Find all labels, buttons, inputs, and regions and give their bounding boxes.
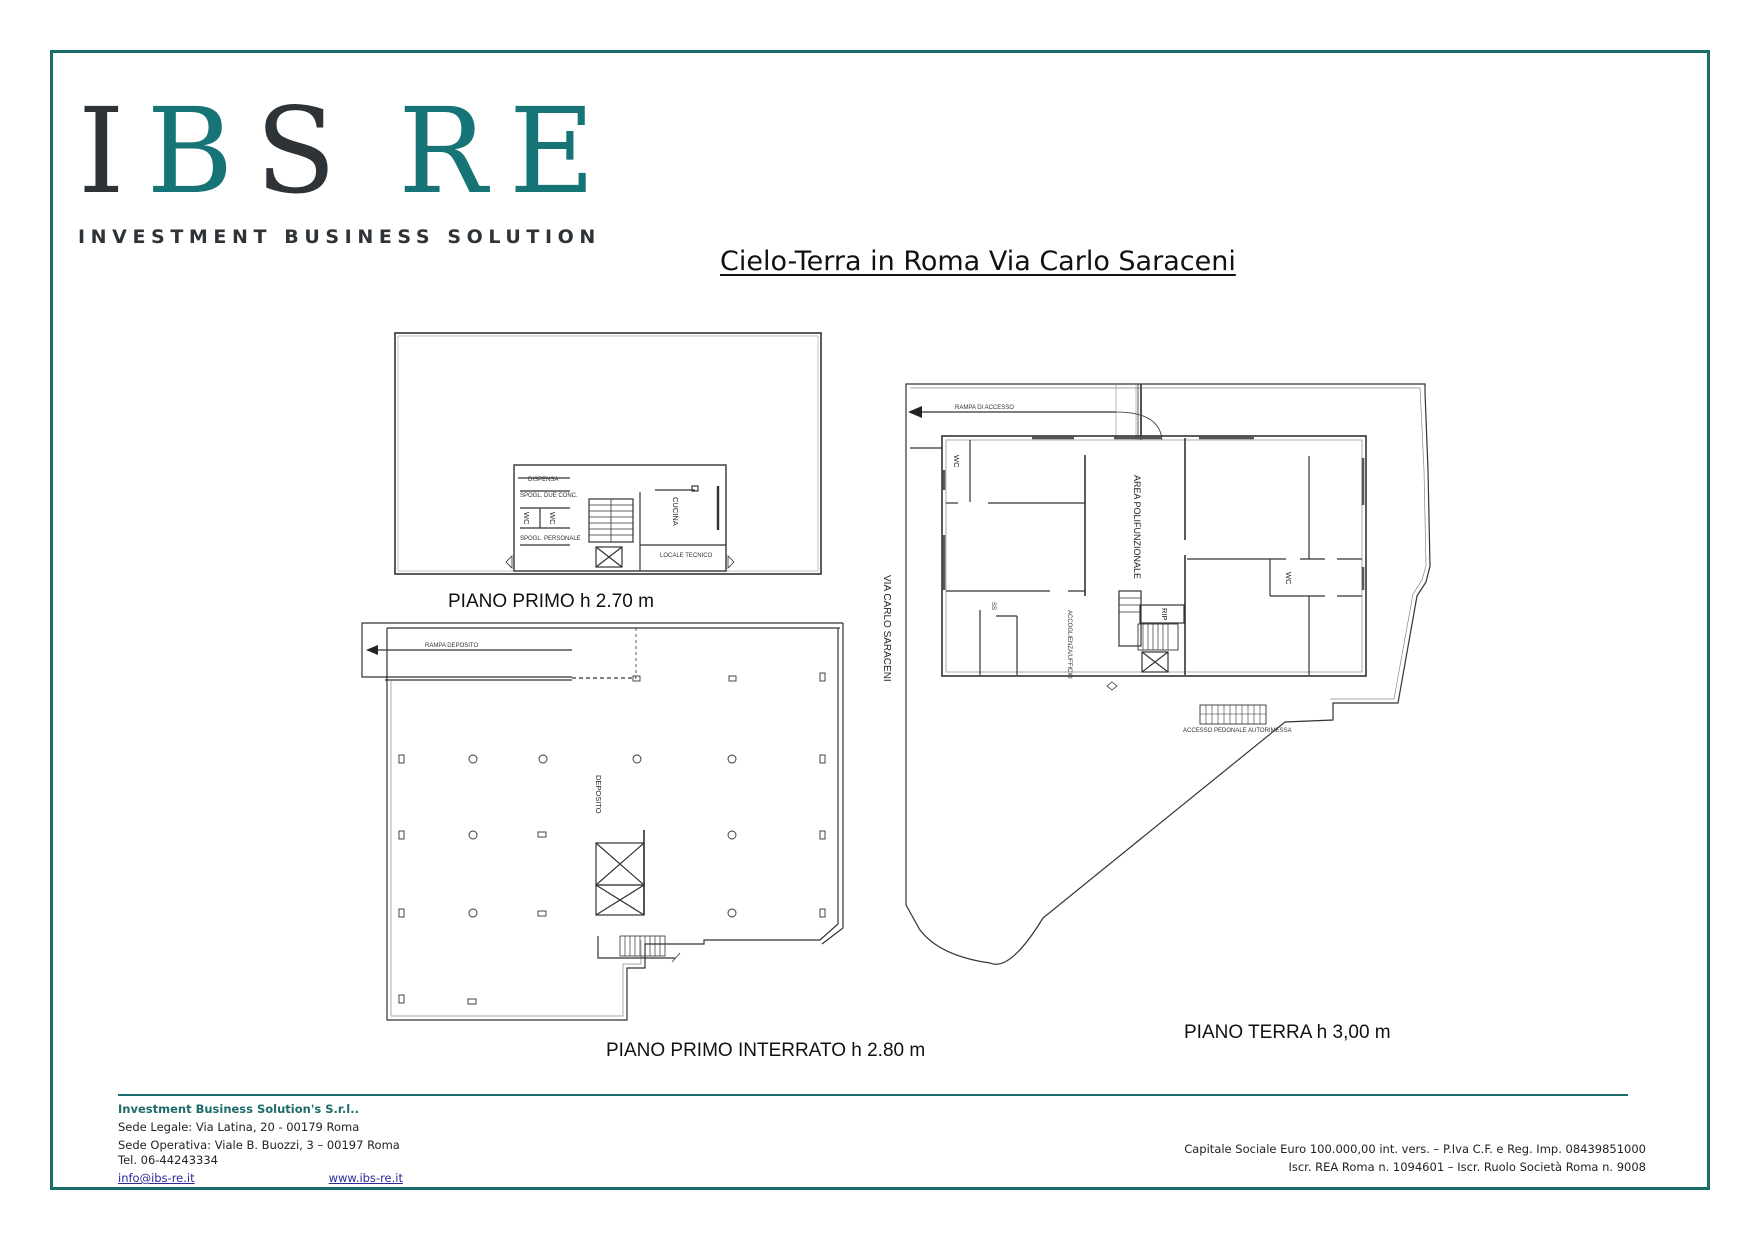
- footer-company-info: Investment Business Solution's S.r.l.. S…: [118, 1100, 403, 1187]
- footer-divider: [118, 1094, 1628, 1096]
- room-label-ss: SS: [990, 602, 996, 610]
- footer-registration: Iscr. REA Roma n. 1094601 – Iscr. Ruolo …: [1288, 1160, 1646, 1174]
- basement-ramp-label: RAMPA DEPOSITO: [425, 643, 478, 649]
- logo-tagline: INVESTMENT BUSINESS SOLUTION: [78, 226, 601, 248]
- document-title: Cielo-Terra in Roma Via Carlo Saraceni: [720, 246, 1236, 277]
- room-label-accoglienza: ACCOGLIENZA/UFFICIO: [1066, 610, 1072, 679]
- logo-letter-b: B: [146, 82, 256, 220]
- room-label-wc-ground-1: WC: [952, 455, 961, 468]
- ground-floor-label: PIANO TERRA h 3,00 m: [1184, 1022, 1391, 1043]
- room-label-wc-ground-2: WC: [1284, 572, 1293, 585]
- first-floor-label: PIANO PRIMO h 2.70 m: [448, 591, 654, 612]
- room-label-deposito: DEPOSITO: [594, 775, 603, 814]
- footer-company-name: Investment Business Solution's S.r.l..: [118, 1102, 359, 1116]
- street-label: VIA CARLO SARACENI: [881, 575, 892, 682]
- logo-letter-i: I: [78, 82, 147, 220]
- ground-floor-plan: [905, 383, 1431, 965]
- footer-links: info@ibs-re.it www.ibs-re.it: [118, 1169, 403, 1187]
- footer-legal-office: Sede Legale: Via Latina, 20 - 00179 Roma: [118, 1120, 360, 1134]
- room-label-spogl-personale: SPOGL. PERSONALE: [520, 536, 581, 542]
- room-label-wc-2: WC: [548, 512, 557, 525]
- basement-label: PIANO PRIMO INTERRATO h 2.80 m: [606, 1040, 926, 1061]
- room-label-area-polifunzionale: AREA POLIFUNZIONALE: [1132, 475, 1142, 579]
- footer-phone: Tel. 06-44243334: [118, 1153, 218, 1167]
- room-label-dispensa: DISPENSA: [528, 477, 558, 483]
- footer-website-link[interactable]: www.ibs-re.it: [328, 1171, 403, 1185]
- pedestrian-access-label: ACCESSO PEDONALE AUTORIMESSA: [1183, 728, 1292, 734]
- logo-letters-re: RE: [398, 82, 618, 220]
- ground-ramp-label: RAMPA DI ACCESSO: [955, 405, 1014, 411]
- footer-operating-office: Sede Operativa: Viale B. Buozzi, 3 – 001…: [118, 1138, 400, 1152]
- first-floor-plan: [394, 332, 822, 575]
- page-frame: [50, 50, 1710, 1190]
- logo-letter-s: S: [255, 82, 359, 220]
- room-label-cucina: CUCINA: [671, 497, 680, 526]
- basement-plan: [361, 622, 844, 1021]
- room-label-rip: RIP: [1160, 608, 1169, 621]
- room-label-spogl-due: SPOGL. DUE CONC.: [520, 493, 578, 499]
- room-label-locale-tecnico: LOCALE TECNICO: [660, 553, 713, 559]
- footer-legal-info: Capitale Sociale Euro 100.000,00 int. ve…: [1184, 1140, 1646, 1176]
- room-label-wc-1: WC: [522, 512, 531, 525]
- footer-capital: Capitale Sociale Euro 100.000,00 int. ve…: [1184, 1142, 1646, 1156]
- footer-email-link[interactable]: info@ibs-re.it: [118, 1171, 195, 1185]
